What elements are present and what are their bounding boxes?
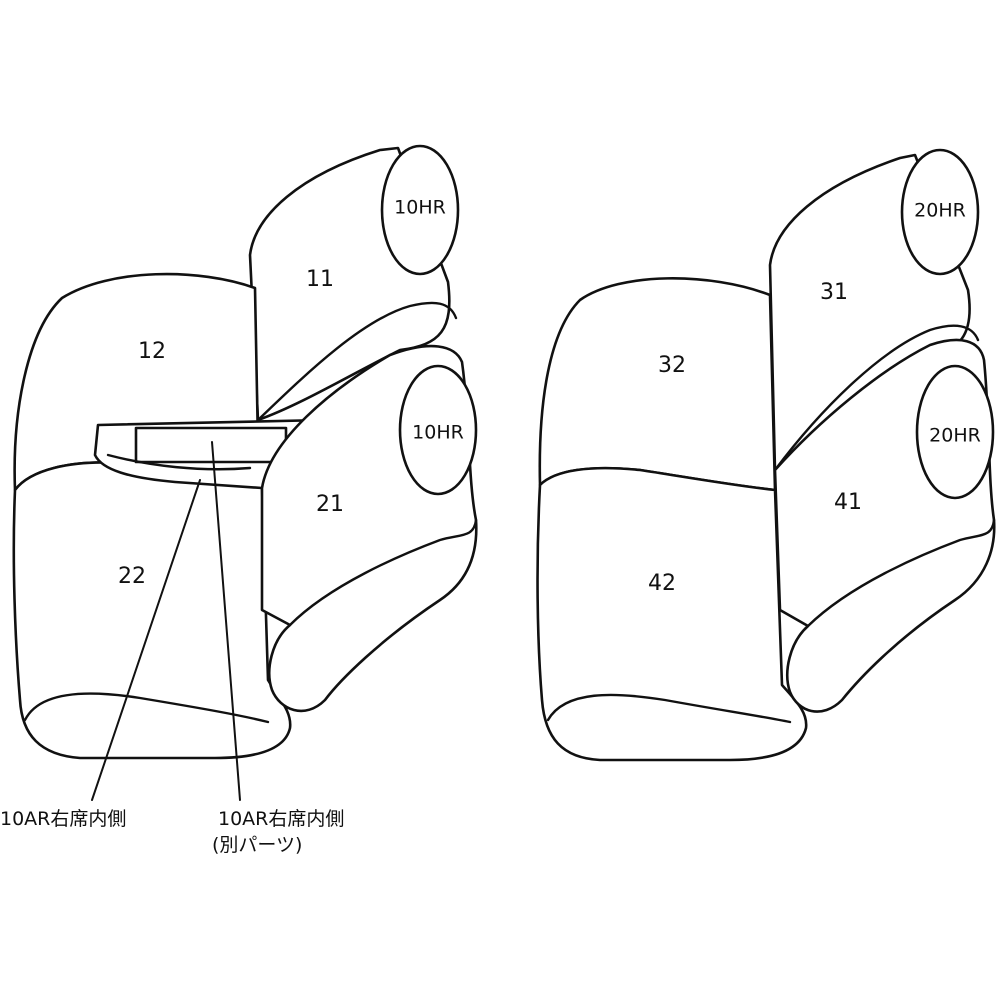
armrest-separate-callout-note: (別パーツ) bbox=[212, 834, 302, 856]
left-backrest-upper-label: 11 bbox=[306, 267, 334, 292]
left-armrest-seam bbox=[106, 453, 252, 471]
left-callout-leader bbox=[91, 479, 201, 801]
left-cushion-outer-panel bbox=[12, 461, 292, 760]
left-seat-set: 10HR 10HR 11 12 21 22 10AR右席内側 10AR右席内側 … bbox=[0, 144, 478, 856]
left-cushion-bottom-seam bbox=[23, 692, 270, 724]
right-headrest-lower-label: 20HR bbox=[929, 425, 981, 447]
armrest-callout-label: 10AR右席内側 bbox=[0, 808, 126, 830]
right-backrest-outer-panel bbox=[538, 277, 777, 492]
left-headrest-upper bbox=[380, 144, 460, 276]
right-headrest-lower bbox=[915, 364, 995, 500]
right-headrest-upper bbox=[900, 148, 980, 276]
right-cushion-bottom-seam bbox=[546, 693, 792, 724]
right-callout-leader bbox=[211, 441, 241, 801]
armrest-separate-callout-label: 10AR右席内側 bbox=[218, 808, 344, 830]
left-backrest-upper-seam bbox=[256, 301, 458, 422]
right-cushion-front-seam bbox=[806, 518, 996, 628]
right-headrest-upper-label: 20HR bbox=[914, 200, 966, 222]
right-backrest-upper-label: 31 bbox=[820, 280, 848, 305]
right-backrest-outer-label: 32 bbox=[658, 353, 686, 378]
left-headrest-upper-label: 10HR bbox=[394, 197, 446, 219]
left-headrest-lower-label: 10HR bbox=[412, 422, 464, 444]
left-cushion-front-seam bbox=[288, 518, 478, 627]
left-cushion-outer-label: 22 bbox=[118, 564, 146, 589]
left-armrest-inner-part bbox=[134, 426, 288, 464]
right-cushion-outer-label: 42 bbox=[648, 571, 676, 596]
left-backrest-outer-label: 12 bbox=[138, 339, 166, 364]
right-cushion-outer-panel bbox=[536, 466, 808, 762]
left-headrest-lower bbox=[398, 364, 478, 496]
left-cushion-upper-label: 21 bbox=[316, 492, 344, 517]
right-cushion-upper-label: 41 bbox=[834, 490, 862, 515]
right-seat-set: 20HR 20HR 31 32 41 42 bbox=[536, 148, 996, 762]
right-backrest-upper-seam bbox=[773, 324, 980, 472]
